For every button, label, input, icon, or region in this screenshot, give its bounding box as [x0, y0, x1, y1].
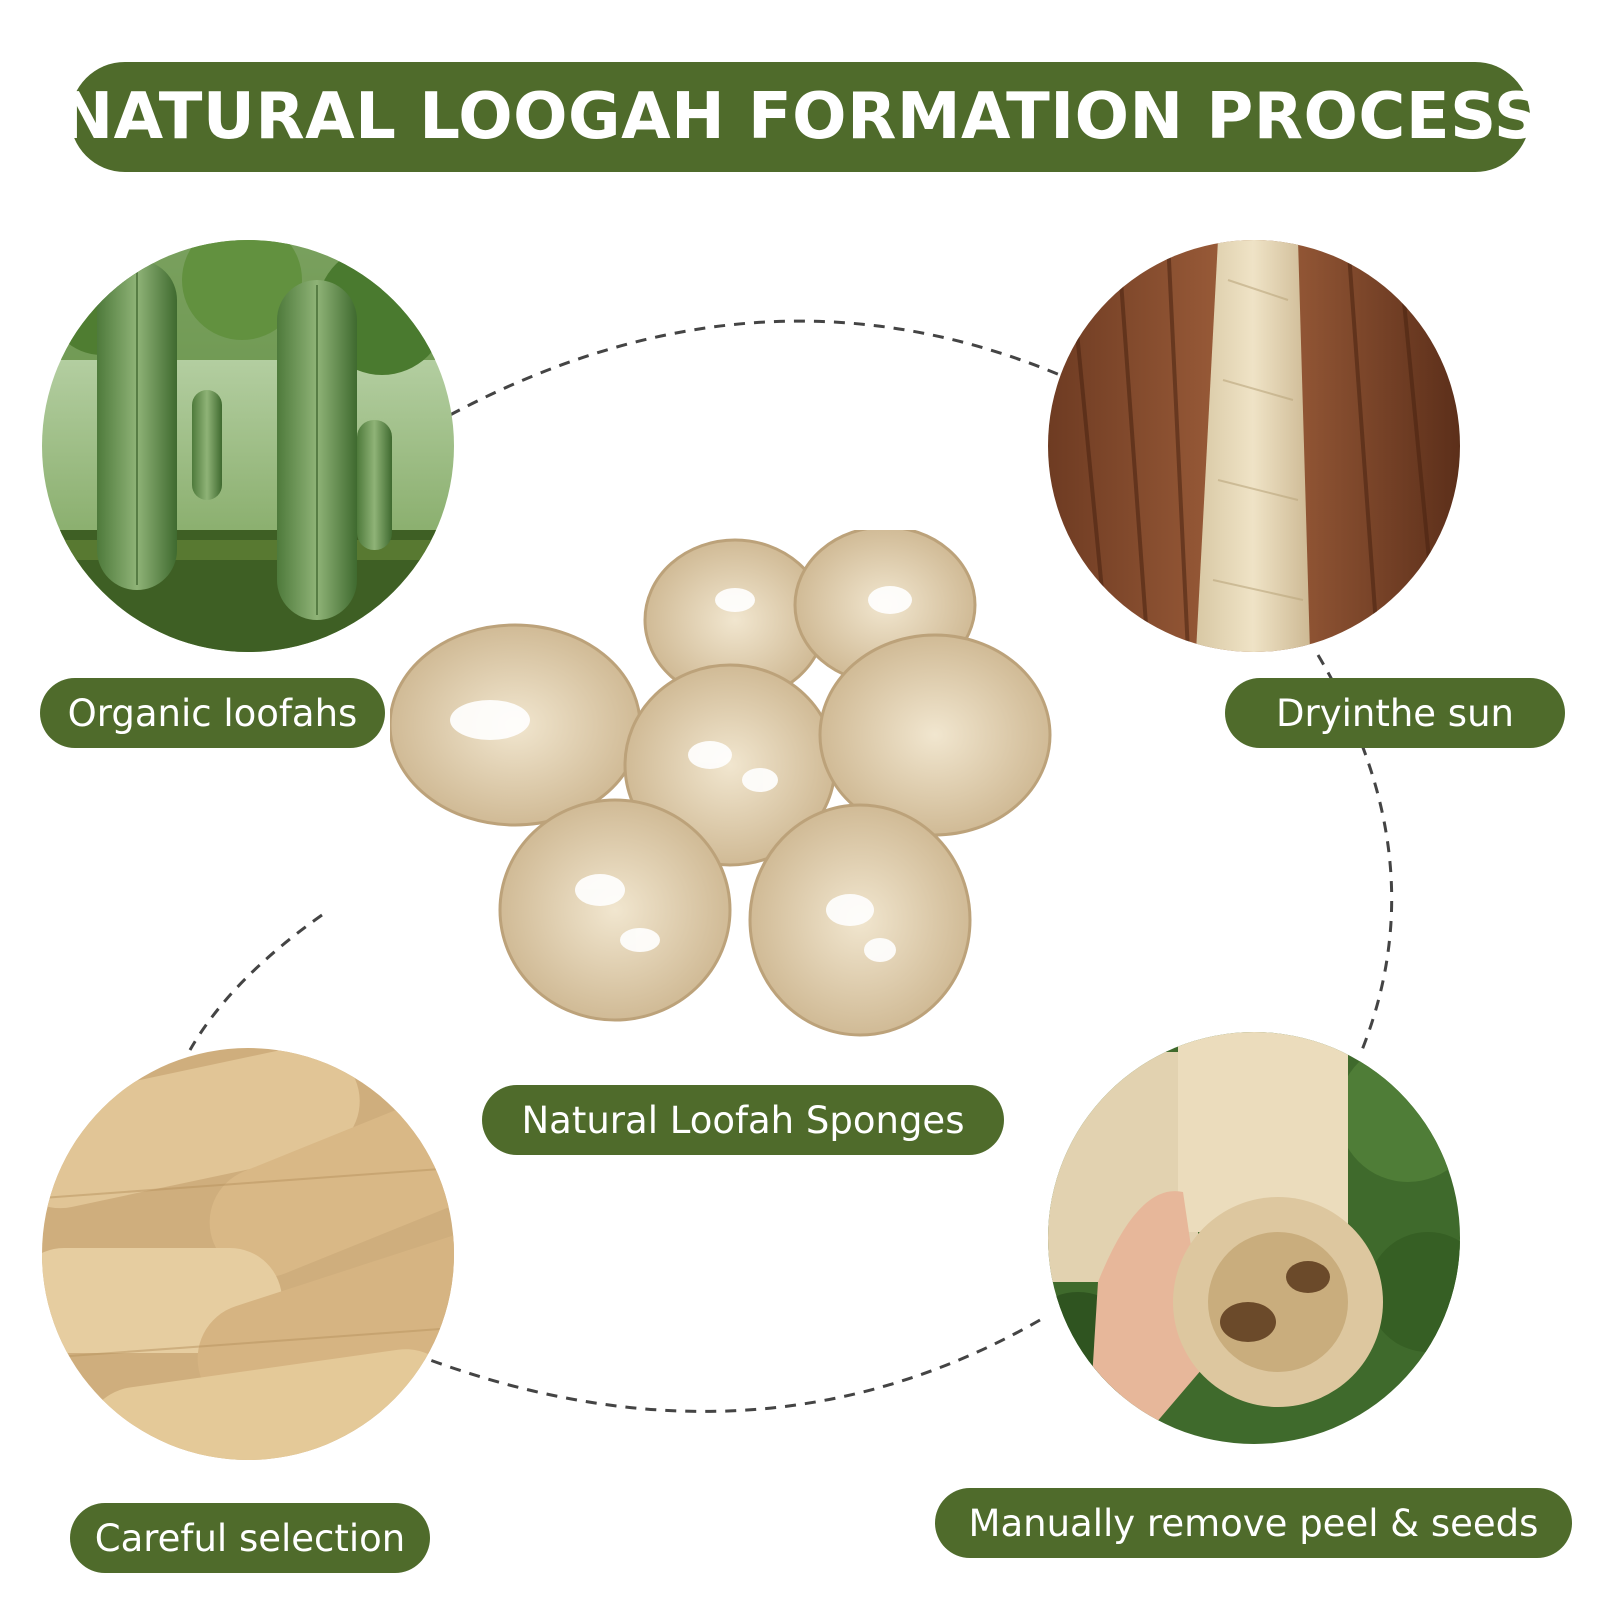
step-label-dry-in-sun: Dryinthe sun	[1225, 678, 1565, 748]
page-title: NATURAL LOOGAH FORMATION PROCESS	[60, 62, 1540, 172]
organic-loofahs-photo	[42, 240, 454, 652]
careful-selection-photo	[42, 1048, 454, 1460]
loofah-sponges-photo	[390, 530, 1052, 1037]
remove-peel-seeds-photo	[1048, 1032, 1460, 1444]
dry-in-sun-photo	[1048, 240, 1460, 652]
step-label-natural-loofah-sponges: Natural Loofah Sponges	[482, 1085, 1004, 1155]
step-label-remove-peel-seeds: Manually remove peel & seeds	[935, 1488, 1572, 1558]
step-label-careful-selection: Careful selection	[70, 1503, 430, 1573]
step-label-organic-loofahs: Organic loofahs	[40, 678, 385, 748]
